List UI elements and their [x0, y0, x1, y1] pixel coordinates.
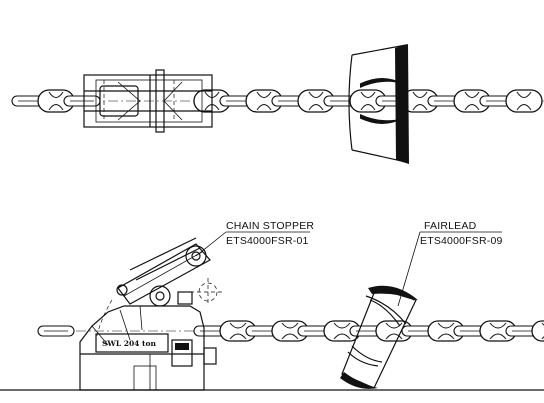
plan-view [11, 44, 544, 164]
chain-stopper-code: ETS4000FSR-01 [226, 235, 309, 247]
nameplate [95, 333, 169, 353]
stopper-hinge [149, 285, 171, 307]
chain-link [63, 95, 101, 107]
plan-chain [11, 89, 543, 113]
chain-stopper-label: CHAIN STOPPER [226, 220, 314, 232]
leaders [195, 231, 502, 307]
fairlead-label: FAIRLEAD [424, 220, 477, 232]
plan-stopper-inner [95, 79, 203, 123]
chain-link [531, 320, 544, 342]
stopper-box [171, 339, 193, 367]
plan-stopper-frame [83, 74, 213, 128]
plan-chain-stopper [83, 69, 213, 133]
fairlead-leader [397, 231, 421, 307]
chain-link [349, 89, 387, 113]
stopper-leader [195, 231, 227, 257]
stopper-pawl-arm [117, 243, 211, 305]
elevation-view: SWL 204 ton [0, 220, 544, 391]
fairlead [340, 285, 418, 389]
elevation-chain [37, 320, 544, 342]
chain-link [323, 320, 361, 342]
fairlead-code: ETS4000FSR-09 [420, 235, 503, 247]
plan-fairlead [348, 44, 409, 164]
nameplate-text: SWL 204 ton [102, 339, 156, 348]
pawl-pivot [185, 245, 207, 267]
chain-link [37, 325, 75, 337]
chain-link [505, 89, 543, 113]
chain-stopper: SWL 204 ton [79, 237, 222, 391]
